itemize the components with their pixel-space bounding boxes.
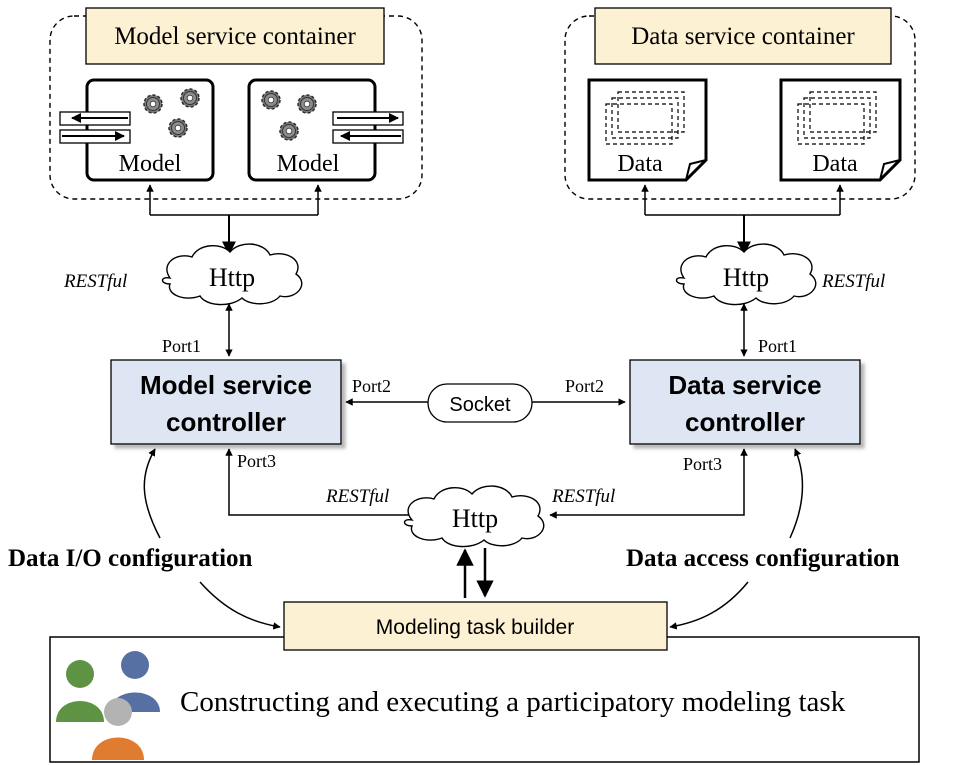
data-label: Data <box>812 151 858 177</box>
data-container-title: Data service container <box>631 23 855 50</box>
http-cloud-right: Http <box>675 243 817 306</box>
data-file-icon <box>605 91 685 145</box>
model-box-2: Model <box>247 78 404 182</box>
data-container-connector <box>641 184 844 256</box>
participants-group-icon <box>56 651 160 760</box>
restful-label: RESTful <box>63 271 127 292</box>
port2-label: Port2 <box>565 376 604 396</box>
http-cloud-left: Http <box>161 243 303 306</box>
data-container-title-box <box>594 7 892 65</box>
modeling-task-builder: Modeling task builder <box>283 601 668 651</box>
restful-label: RESTful <box>325 486 389 507</box>
data-file-icon <box>797 91 877 145</box>
config-right-down-arrow <box>669 581 749 630</box>
model-container-title: Model service container <box>114 23 356 50</box>
model-service-controller: Model service controller <box>110 359 342 445</box>
port3-label: Port3 <box>237 451 276 471</box>
model-label: Model <box>119 151 182 177</box>
participants-panel <box>49 636 920 763</box>
task-builder-label: Modeling task builder <box>376 616 574 639</box>
config-left-up-arrow <box>143 448 161 539</box>
data-controller-line1: Data service <box>668 370 821 400</box>
port3-link-right <box>549 448 748 519</box>
restful-label: RESTful <box>821 271 885 292</box>
socket-node: Socket <box>427 383 533 423</box>
port1-label: Port1 <box>758 336 797 356</box>
model-container-title-box <box>85 7 385 65</box>
data-label: Data <box>617 151 663 177</box>
participants-caption: Constructing and executing a participato… <box>180 686 846 718</box>
config-left-down-arrow <box>199 581 281 630</box>
port2-label: Port2 <box>352 376 391 396</box>
data-access-configuration-label: Data access configuration <box>626 545 900 572</box>
data-controller-line2: controller <box>685 407 805 437</box>
http-label: Http <box>452 504 498 533</box>
port3-label: Port3 <box>683 454 722 474</box>
http-label: Http <box>209 263 255 292</box>
model-container-connector <box>146 184 322 256</box>
model-controller-line2: controller <box>166 407 286 437</box>
config-right-up-arrow <box>789 448 804 539</box>
model-service-container: Model service container Model <box>49 7 423 200</box>
port3-link-left <box>225 448 410 516</box>
input-output-arrows-icon <box>332 111 404 144</box>
data-document-2: Data <box>779 78 902 182</box>
model-label: Model <box>277 151 340 177</box>
data-service-container: Data service container Data Data <box>564 7 916 200</box>
socket-label: Socket <box>449 394 511 416</box>
data-io-configuration-label: Data I/O configuration <box>8 545 253 572</box>
http-label: Http <box>723 263 769 292</box>
model-controller-line1: Model service <box>140 370 312 400</box>
http-cloud-bottom: Http <box>403 485 545 548</box>
model-box-1: Model <box>59 78 215 182</box>
input-output-arrows-icon <box>59 111 131 144</box>
port1-label: Port1 <box>162 336 201 356</box>
restful-label: RESTful <box>551 486 615 507</box>
data-document-1: Data <box>587 78 708 182</box>
data-service-controller: Data service controller <box>629 359 861 445</box>
